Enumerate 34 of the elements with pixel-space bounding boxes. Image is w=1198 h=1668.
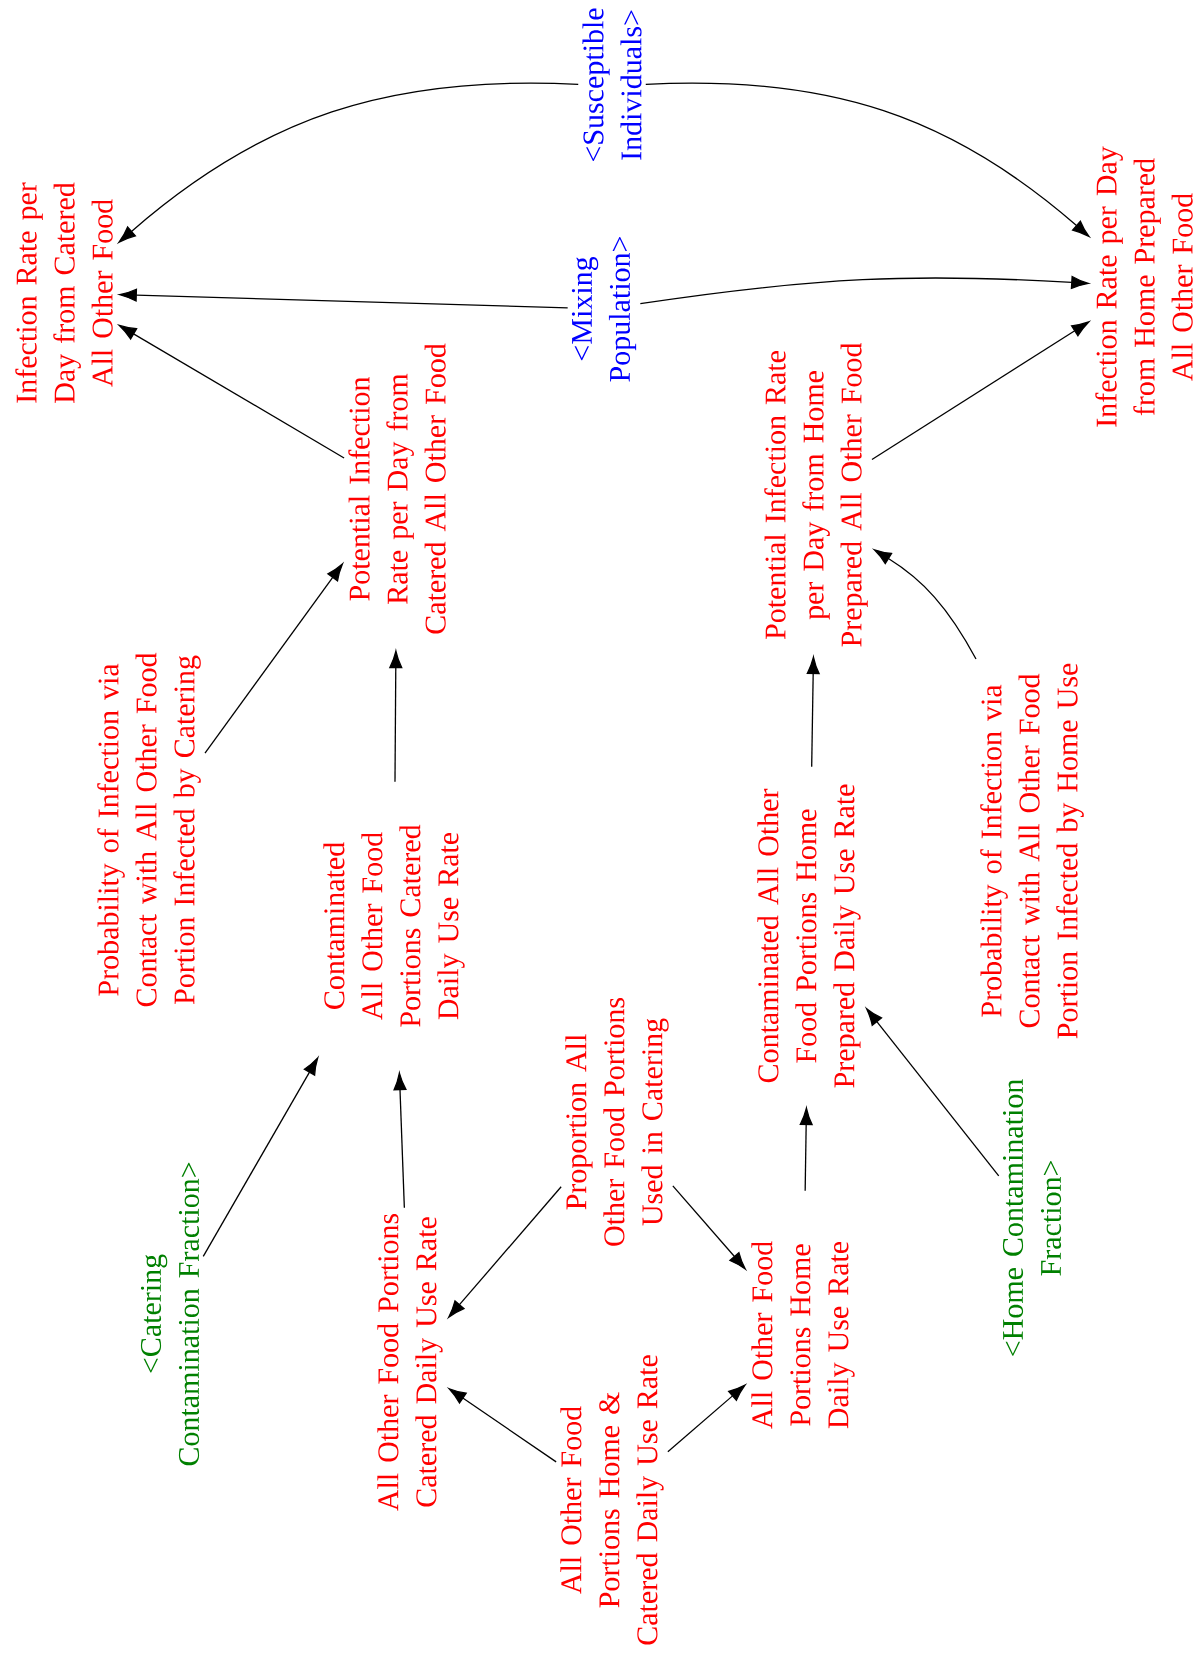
arrow xyxy=(806,656,820,768)
variable-label: All Other Food Portions Home Daily Use Rate xyxy=(751,1241,855,1429)
variable-label: Infection Rate per Day from Catered All Other Food xyxy=(15,182,113,403)
arrow xyxy=(645,82,1090,238)
variable-label: All Other Food Portions Home & Catered Daily Use Rate xyxy=(560,1355,664,1645)
arrow xyxy=(389,650,403,783)
variable-label: Contaminated All Other Food Portions Catered Daily Use Rate xyxy=(323,824,465,1027)
variable-label: <Home Contamination Fraction> xyxy=(1002,1079,1062,1356)
variable-label: All Other Food Portions Catered Daily Use Rate xyxy=(377,1213,443,1511)
variable-label: <Catering Contamination Fraction> xyxy=(140,1162,200,1466)
arrow xyxy=(672,1185,746,1270)
variable-label: Proportion All Other Food Portions Used in Catering xyxy=(565,998,669,1246)
arrow xyxy=(119,288,569,309)
arrow xyxy=(448,1388,557,1463)
variable-label: <Mixing Population> xyxy=(571,236,637,382)
arrow xyxy=(871,321,1090,461)
arrow xyxy=(865,1008,1000,1177)
arrow xyxy=(204,563,344,754)
variable-label: Contaminated All Other Food Portions Home Prepared Daily Use Rate xyxy=(757,784,861,1088)
variable-label: <Susceptible Individuals> xyxy=(582,8,642,162)
variable-label: Probability of Infection via Contact with All Other Food Portion Infected by Home Use xyxy=(980,663,1084,1039)
arrow xyxy=(202,1057,319,1257)
variable-label: Probability of Infection via Contact with All Other Food Portion Infected by Catering xyxy=(97,652,201,1007)
variable-label: Infection Rate per Day from Home Prepared All Other Food xyxy=(1095,146,1193,427)
arrow xyxy=(873,549,977,660)
arrow xyxy=(667,1384,746,1453)
arrow xyxy=(118,324,345,459)
variable-label: Potential Infection Rate per Day from Catered All Other Food xyxy=(348,343,446,634)
arrow xyxy=(799,1107,813,1192)
arrow xyxy=(448,1186,562,1318)
arrow xyxy=(118,82,579,243)
arrow xyxy=(639,275,1089,305)
arrow xyxy=(393,1072,407,1209)
variable-label: Potential Infection Rate per Day from Home Prepared All Other Food xyxy=(764,342,868,647)
